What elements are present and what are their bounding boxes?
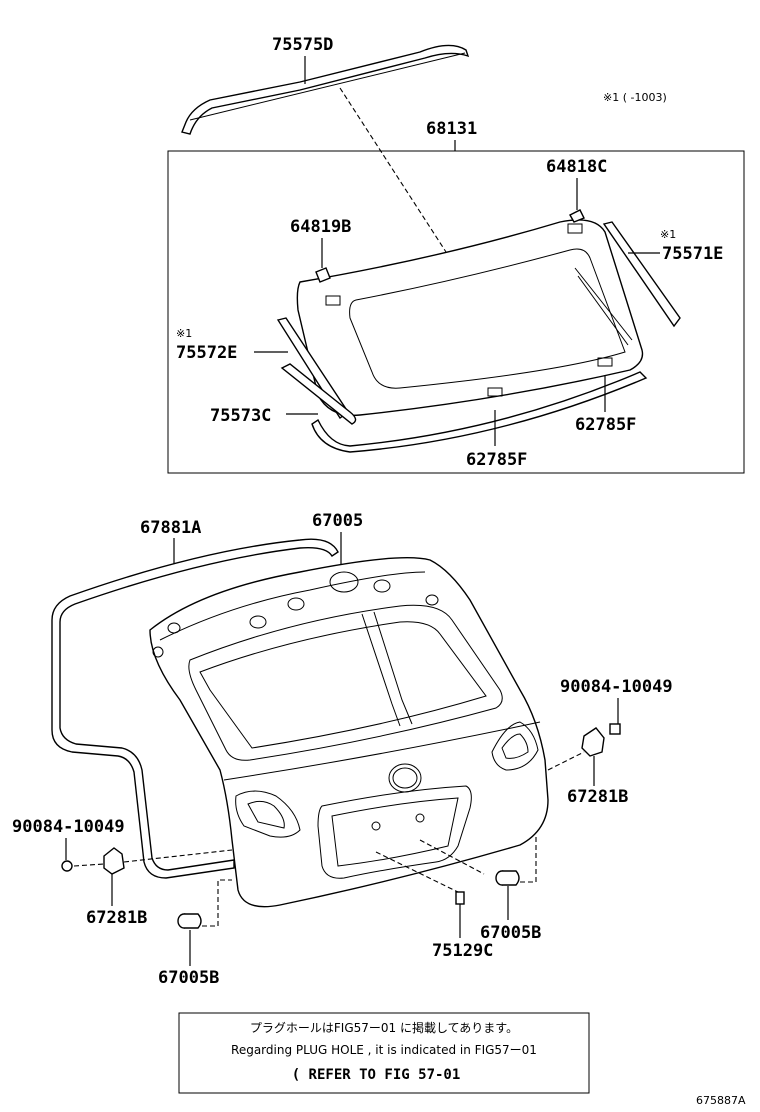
dash-75129C-b xyxy=(419,839,485,875)
label-75572E: 75572E xyxy=(176,343,237,363)
part-67281B-left xyxy=(103,847,125,875)
mark-75571E: ※1 xyxy=(660,228,676,241)
part-75575D-strip xyxy=(181,44,470,135)
dash-67281B-left-bolt xyxy=(73,863,105,867)
part-75129C xyxy=(455,891,465,905)
dash-67281B-right xyxy=(547,751,585,771)
dash-67281B-left xyxy=(123,849,233,863)
label-75129C: 75129C xyxy=(432,941,493,961)
label-62785F-a: 62785F xyxy=(575,415,636,435)
part-90084-left-bolt xyxy=(61,860,73,872)
part-64819B xyxy=(315,267,331,283)
note-top-right: ※1 ( -1003) xyxy=(603,91,667,104)
label-67281B-right: 67281B xyxy=(567,787,628,807)
label-90084-left: 90084-10049 xyxy=(12,817,125,837)
label-68131: 68131 xyxy=(426,119,477,139)
label-64818C: 64818C xyxy=(546,157,607,177)
label-90084-right: 90084-10049 xyxy=(560,677,673,697)
dash-75575D xyxy=(339,87,447,253)
part-64818C xyxy=(569,209,585,223)
label-67005B-left: 67005B xyxy=(158,968,219,988)
part-67281B-right xyxy=(581,723,621,757)
part-67005B-right xyxy=(495,870,520,886)
group-box-68131 xyxy=(167,150,745,474)
label-75575D: 75575D xyxy=(272,35,333,55)
glass-lower-moulding xyxy=(311,371,648,453)
dash-67005B-left xyxy=(202,879,232,927)
part-67881A-weatherstrip xyxy=(51,538,339,879)
footer-line-ref[interactable]: ( REFER TO FIG 57-01 xyxy=(292,1067,461,1083)
back-window-glass xyxy=(296,219,644,417)
label-75573C: 75573C xyxy=(210,406,271,426)
label-67281B-left: 67281B xyxy=(86,908,147,928)
part-67005-back-door xyxy=(149,557,549,908)
label-67005B-right: 67005B xyxy=(480,923,541,943)
part-75571E xyxy=(602,221,681,328)
footer-note-box xyxy=(178,1012,590,1094)
dash-67005B-right xyxy=(520,836,537,883)
label-62785F-b: 62785F xyxy=(466,450,527,470)
dash-75129C-a xyxy=(375,851,459,893)
footer-line-en: Regarding PLUG HOLE , it is indicated in… xyxy=(231,1043,537,1057)
label-67005: 67005 xyxy=(312,511,363,531)
label-75571E: 75571E xyxy=(662,244,723,264)
mark-75572E: ※1 xyxy=(176,327,192,340)
figure-id: 675887A xyxy=(696,1094,746,1107)
label-67881A: 67881A xyxy=(140,518,201,538)
label-64819B: 64819B xyxy=(290,217,351,237)
footer-line-jp: プラグホールはFIG57ー01 に掲載してあります。 xyxy=(250,1020,518,1035)
part-75573C xyxy=(280,363,357,425)
part-67005B-left xyxy=(177,913,202,929)
